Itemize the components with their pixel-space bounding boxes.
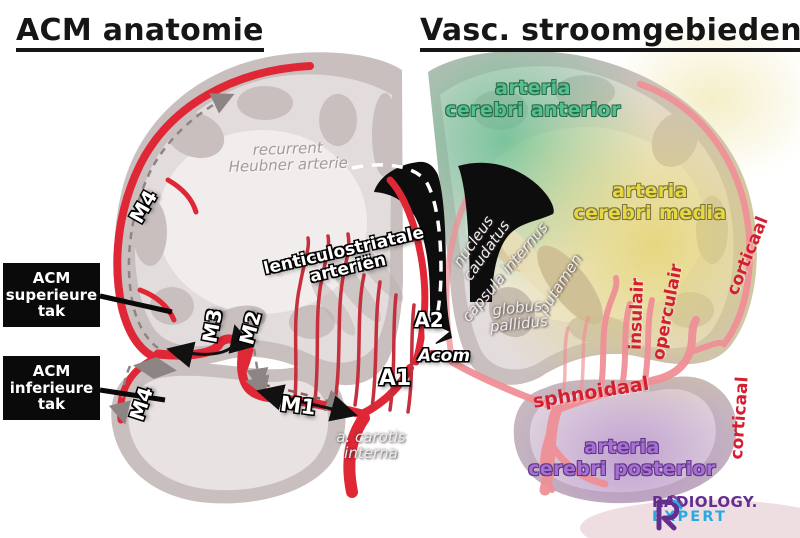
- label-arteria-cerebri-anterior: arteria cerebri anterior: [445, 77, 621, 121]
- title-acm-anatomie: ACM anatomie: [16, 14, 264, 53]
- pink-haze-bottom: [580, 500, 800, 538]
- segment-arrows: [166, 324, 358, 422]
- label-recurrent-heubner: recurrent Heubner arterie: [228, 138, 349, 177]
- heubner-dashed-line: [351, 163, 450, 352]
- label-carotis-interna: a. carotis interna: [336, 427, 406, 462]
- label-a1: A1: [378, 366, 412, 392]
- label-a2: A2: [414, 308, 444, 333]
- callout-acm-inferieure-tak: ACM inferieure tak: [3, 356, 100, 420]
- region-wash-posterior: [480, 345, 757, 504]
- title-vasc-stroomgebieden: Vasc. stroomgebieden: [420, 14, 800, 53]
- label-acom: Acom: [417, 345, 471, 366]
- callout-acm-superieure-tak: ACM superieure tak: [3, 263, 100, 327]
- logo-text-expert: EXPERT: [652, 509, 728, 525]
- label-globus-pallidus: globus pallidus: [489, 296, 549, 336]
- label-arteria-cerebri-media: arteria cerebri media: [573, 180, 727, 224]
- logo-r-icon: [656, 495, 684, 531]
- left-hemisphere: [111, 52, 403, 504]
- label-m1: M1: [278, 391, 318, 420]
- callout-lines: [99, 293, 173, 403]
- label-insulair: insulair: [625, 277, 649, 351]
- label-arteria-cerebri-posterior: arteria cerebri posterior: [528, 436, 716, 480]
- lateral-ventricles: [374, 161, 554, 344]
- radiology-expert-logo: RADIOLOGY. EXPERT: [652, 495, 758, 531]
